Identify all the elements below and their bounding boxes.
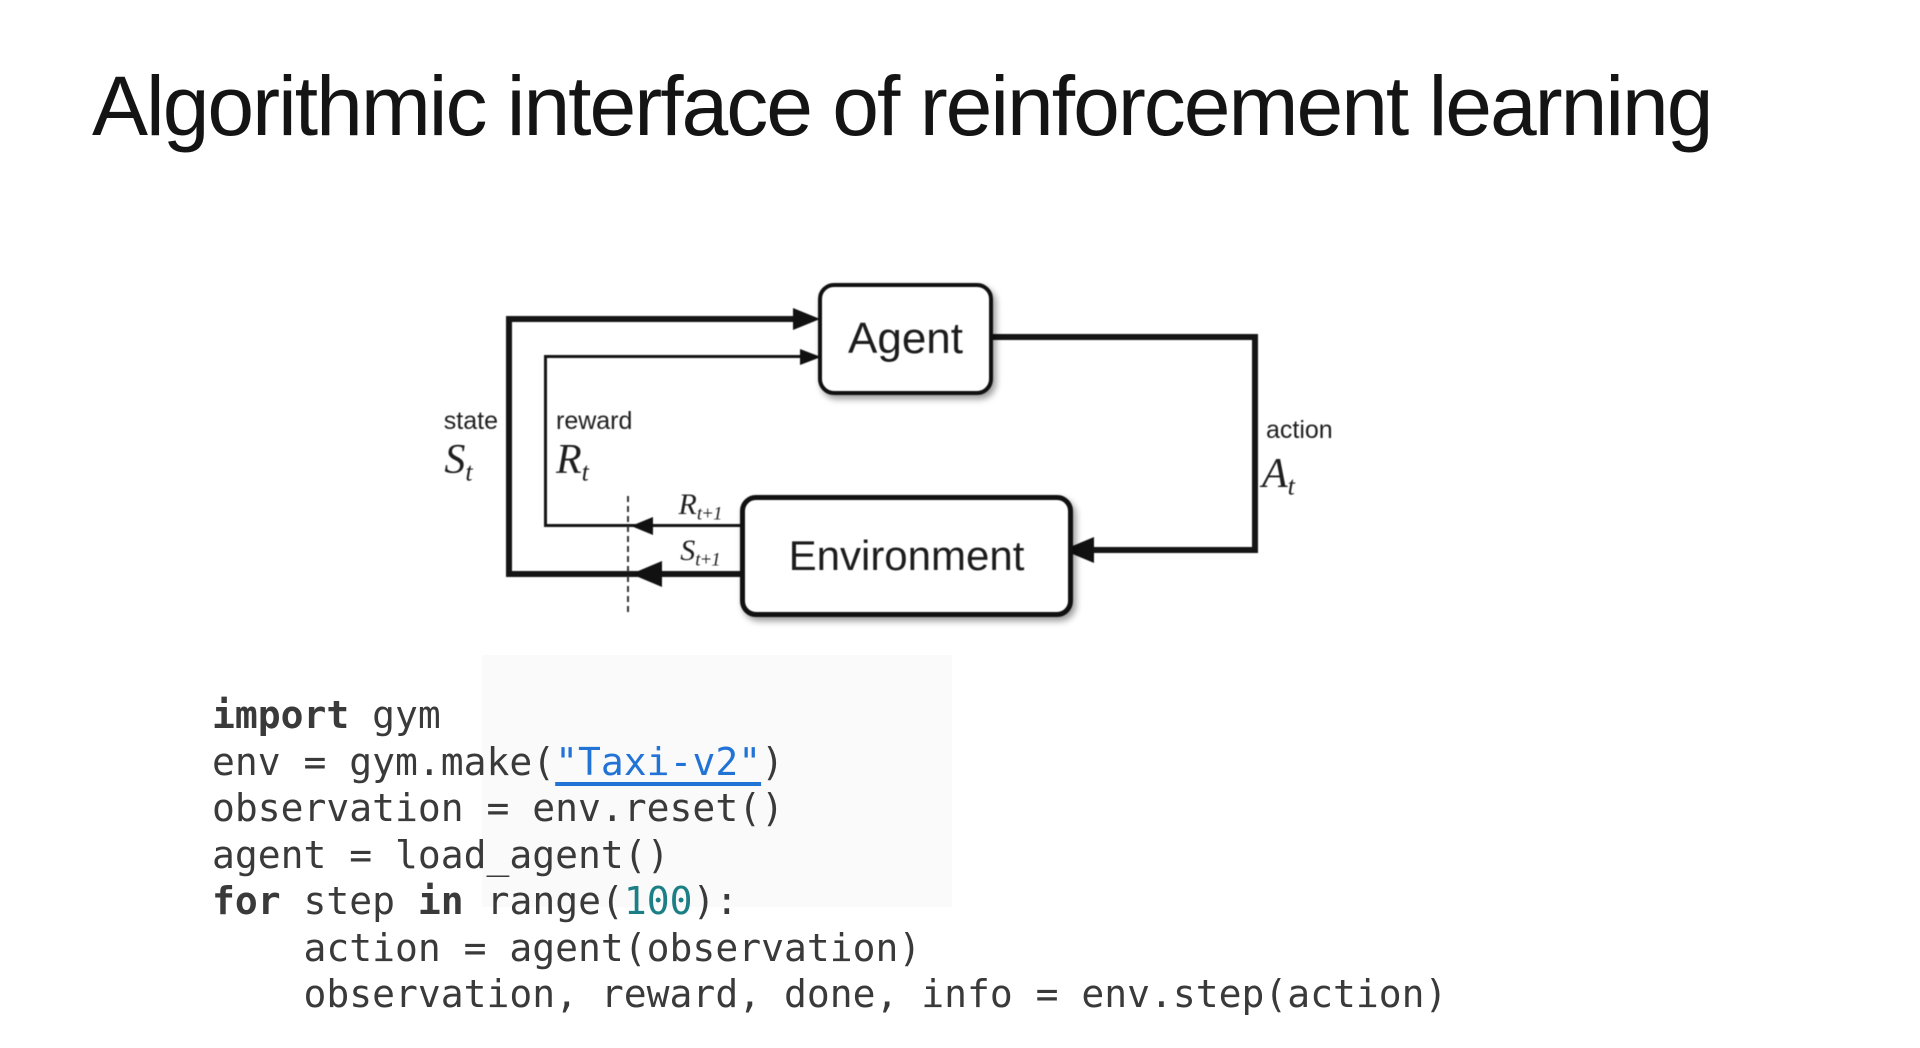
code-token: ): [761, 739, 784, 784]
reward-next-symbol: Rt+1: [678, 488, 723, 525]
state-label: state: [443, 407, 498, 435]
code-line: action = agent(observation): [212, 925, 1447, 972]
code-token: observation, reward, done, info = env.st…: [212, 972, 1448, 1016]
arrowhead-state-return-icon: [631, 561, 662, 587]
code-token: observation = env.reset(): [212, 786, 784, 830]
code-token: in: [417, 879, 464, 923]
agent-box: Agent: [818, 283, 993, 395]
environment-box: Environment: [740, 495, 1073, 617]
code-token: range(: [463, 879, 624, 923]
reward-symbol: Rt: [556, 437, 589, 487]
reward-line-vertical: [544, 355, 547, 527]
code-token: action = agent(observation): [212, 925, 922, 970]
action-line-top: [985, 334, 1258, 340]
code-line: env = gym.make("Taxi-v2"): [212, 739, 1447, 786]
arrowhead-reward-to-agent-icon: [800, 349, 821, 365]
slide-title: Algorithmic interface of reinforcement l…: [92, 59, 1713, 153]
action-symbol: At: [1262, 451, 1295, 501]
reward-label: reward: [556, 407, 633, 435]
state-symbol: St: [444, 437, 472, 487]
state-line-bottom: [506, 571, 740, 577]
taxi-v2-link[interactable]: "Taxi-v2": [555, 739, 762, 784]
code-token: import: [212, 693, 350, 737]
code-line: observation = env.reset(): [212, 785, 1447, 832]
code-line: agent = load_agent(): [212, 832, 1447, 879]
action-label: action: [1266, 416, 1333, 444]
code-token: for: [212, 879, 281, 923]
time-boundary-dashed-line: [627, 496, 629, 612]
arrowhead-state-to-agent-icon: [793, 308, 820, 330]
state-next-symbol: St+1: [680, 534, 721, 571]
action-line-vertical: [1252, 334, 1258, 553]
code-token: ):: [692, 879, 739, 923]
code-line: for step in range(100):: [212, 878, 1447, 925]
environment-label: Environment: [788, 532, 1025, 579]
code-token: env = gym.make(: [212, 739, 556, 784]
state-line-top: [506, 316, 796, 322]
code-token: gym: [349, 693, 441, 737]
agent-label: Agent: [848, 314, 963, 363]
code-line: observation, reward, done, info = env.st…: [212, 971, 1448, 1018]
code-token: agent = load_agent(): [212, 832, 670, 877]
code-token: 100: [623, 879, 693, 923]
arrowhead-reward-return-icon: [631, 517, 653, 535]
code-token: step: [280, 879, 418, 923]
state-line-vertical: [506, 316, 512, 577]
action-line-bottom: [1093, 547, 1258, 553]
code-line: import gym: [212, 692, 1447, 739]
reward-line-top: [544, 355, 802, 358]
